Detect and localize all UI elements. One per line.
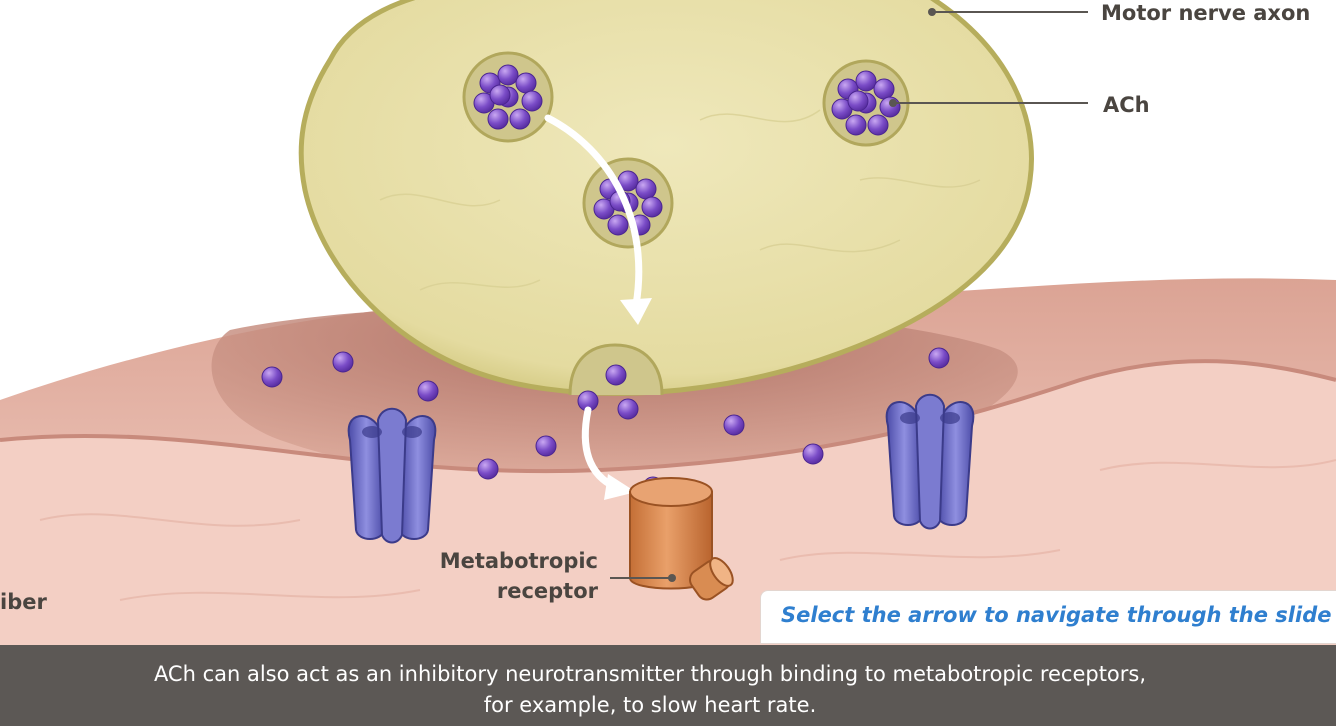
label-metabotropic-receptor: Metabotropic receptor [420,546,598,606]
ach-molecule [845,114,867,136]
ach-molecule [635,178,657,200]
ach-molecule [261,366,283,388]
flow-arrow-vesicle-head [620,298,652,325]
ach-molecule [855,70,877,92]
ach-molecule [535,435,557,457]
ach-molecule [723,414,745,436]
ach-molecule [802,443,824,465]
ach-molecules [261,64,950,498]
ionotropic-receptor-right [885,393,975,530]
ach-molecule [509,108,531,130]
label-muscle-fiber: iber [0,590,47,614]
label-metabotropic-line1: Metabotropic [439,549,598,573]
caption-text: ACh can also act as an inhibitory neurot… [0,659,1300,721]
ach-molecule [641,196,663,218]
label-ach: ACh [1103,93,1150,117]
caption-line-2: for example, to slow heart rate. [483,693,817,717]
caption-line-1: ACh can also act as an inhibitory neurot… [153,662,1147,686]
ach-molecule [487,108,509,130]
ach-molecule [489,84,511,106]
ach-molecule [417,380,439,402]
caption-bar: ACh can also act as an inhibitory neurot… [0,645,1336,726]
flow-arrow-vesicle [544,114,643,309]
ach-molecule [617,398,639,420]
ach-molecule [879,96,901,118]
ach-molecule [873,78,895,100]
flow-arrow-receptor-head [604,474,636,500]
label-metabotropic-line2: receptor [496,579,598,603]
neuromuscular-junction-illustration [0,0,1336,645]
ach-molecule [605,364,627,386]
ach-molecule [847,90,869,112]
ach-molecule [332,351,354,373]
navigation-hint-text: Select the arrow to navigate through the… [781,603,1332,627]
ach-molecule [607,214,629,236]
metabotropic-receptor [629,477,734,601]
g-protein [689,557,734,601]
navigation-hint-box: Select the arrow to navigate through the… [760,590,1336,644]
ionotropic-receptor-left [347,407,437,544]
ach-molecule [497,64,519,86]
ach-molecule [515,72,537,94]
ach-molecule [521,90,543,112]
ach-molecule [928,347,950,369]
label-motor-nerve-axon: Motor nerve axon [1101,1,1311,25]
ach-molecule [867,114,889,136]
ach-molecule [477,458,499,480]
